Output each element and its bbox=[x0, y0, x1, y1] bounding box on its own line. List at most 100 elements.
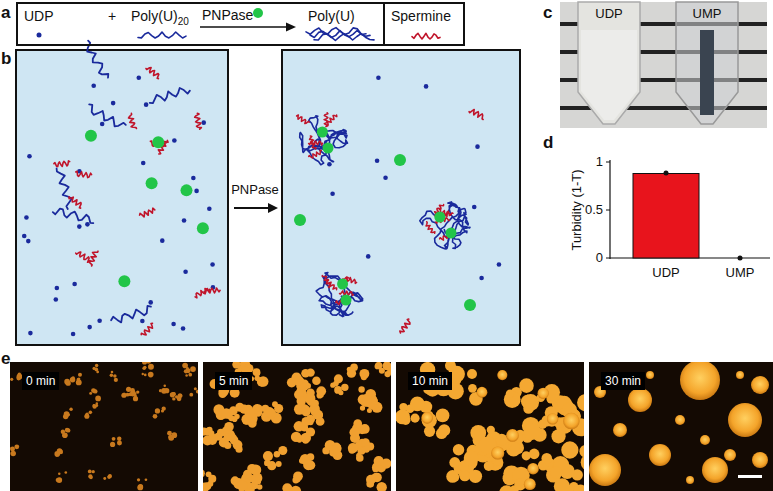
dot bbox=[70, 377, 75, 382]
dot bbox=[322, 447, 329, 454]
time-label-box: 30 min bbox=[601, 372, 645, 390]
bar-chart bbox=[606, 160, 770, 261]
dot bbox=[170, 392, 175, 397]
dot bbox=[253, 368, 261, 376]
dot bbox=[249, 409, 255, 415]
dot bbox=[110, 374, 114, 378]
polymer bbox=[316, 273, 363, 317]
dot bbox=[686, 476, 694, 484]
dot bbox=[14, 444, 19, 449]
dot bbox=[168, 436, 171, 439]
dot bbox=[649, 444, 671, 466]
dot bbox=[367, 408, 372, 413]
dot bbox=[294, 214, 306, 226]
strand bbox=[111, 306, 151, 323]
axis-label: 0.5 bbox=[585, 202, 603, 218]
dot bbox=[303, 460, 313, 470]
dot bbox=[10, 447, 11, 451]
dot bbox=[421, 412, 433, 424]
axis-label: 1 bbox=[596, 154, 603, 170]
polymer bbox=[420, 202, 470, 249]
dot bbox=[675, 415, 685, 425]
dot bbox=[89, 411, 93, 415]
dot bbox=[100, 122, 105, 127]
dot bbox=[464, 299, 476, 311]
subscript: 20 bbox=[178, 16, 189, 27]
dot bbox=[153, 414, 158, 419]
dot bbox=[189, 393, 193, 397]
panel-box: UDP+Poly(U)20PNPasePoly(U) bbox=[16, 2, 385, 46]
dot bbox=[163, 384, 166, 387]
dot bbox=[188, 373, 192, 377]
dot bbox=[551, 429, 565, 443]
dot bbox=[484, 461, 494, 471]
dot bbox=[312, 377, 321, 386]
dot bbox=[210, 262, 215, 267]
dot bbox=[276, 461, 282, 467]
dot bbox=[751, 376, 769, 394]
dot bbox=[372, 466, 378, 472]
microscopy-frames bbox=[7, 358, 773, 491]
dot bbox=[145, 478, 148, 481]
dot bbox=[24, 215, 29, 220]
dot bbox=[297, 396, 306, 405]
dot bbox=[424, 84, 429, 89]
dot bbox=[337, 279, 348, 290]
dot bbox=[85, 412, 88, 415]
dot bbox=[375, 158, 380, 163]
dot bbox=[144, 374, 147, 377]
panel-letter: d bbox=[543, 134, 553, 152]
dot bbox=[523, 403, 534, 414]
dot bbox=[550, 466, 562, 478]
dot bbox=[88, 470, 92, 474]
dot bbox=[117, 437, 121, 441]
dot bbox=[137, 478, 140, 481]
dot bbox=[410, 396, 425, 411]
dot bbox=[77, 224, 82, 229]
dot bbox=[577, 394, 584, 411]
dot bbox=[290, 486, 301, 491]
axis-label: UMP bbox=[726, 265, 755, 281]
strand bbox=[129, 113, 137, 128]
dot bbox=[10, 378, 13, 381]
dot bbox=[436, 428, 447, 439]
strand bbox=[140, 208, 155, 217]
strand bbox=[426, 222, 435, 234]
dot bbox=[92, 470, 95, 473]
dot bbox=[207, 207, 212, 212]
dot bbox=[103, 477, 106, 480]
axis-title: Turbidity (1-T) bbox=[569, 169, 585, 250]
dot bbox=[375, 362, 382, 369]
dot bbox=[312, 400, 319, 407]
species-label: UDP bbox=[24, 8, 54, 24]
dot bbox=[18, 373, 22, 377]
dot bbox=[85, 222, 90, 227]
dot bbox=[258, 376, 269, 387]
dot bbox=[142, 373, 144, 375]
arrow-line bbox=[200, 26, 288, 28]
panel-letter: b bbox=[1, 50, 11, 68]
dot bbox=[181, 326, 186, 331]
dot bbox=[110, 442, 115, 447]
dot bbox=[26, 239, 31, 244]
dot bbox=[180, 184, 192, 196]
panel-letter: c bbox=[543, 4, 552, 22]
strand bbox=[195, 113, 202, 129]
species-label: PNPase bbox=[202, 7, 253, 23]
strand bbox=[310, 136, 317, 149]
dot bbox=[497, 370, 507, 380]
dot bbox=[422, 413, 437, 428]
species-label: Poly(U) bbox=[308, 8, 355, 24]
species-label: Spermine bbox=[391, 8, 451, 24]
dot bbox=[130, 391, 136, 397]
dot bbox=[446, 228, 457, 239]
dot bbox=[235, 446, 242, 453]
dot bbox=[58, 473, 60, 475]
dot bbox=[317, 127, 328, 138]
strand bbox=[314, 34, 374, 41]
dot bbox=[350, 363, 358, 371]
panel-a-symbols bbox=[37, 8, 441, 41]
dot bbox=[66, 428, 70, 432]
dot bbox=[475, 144, 480, 149]
